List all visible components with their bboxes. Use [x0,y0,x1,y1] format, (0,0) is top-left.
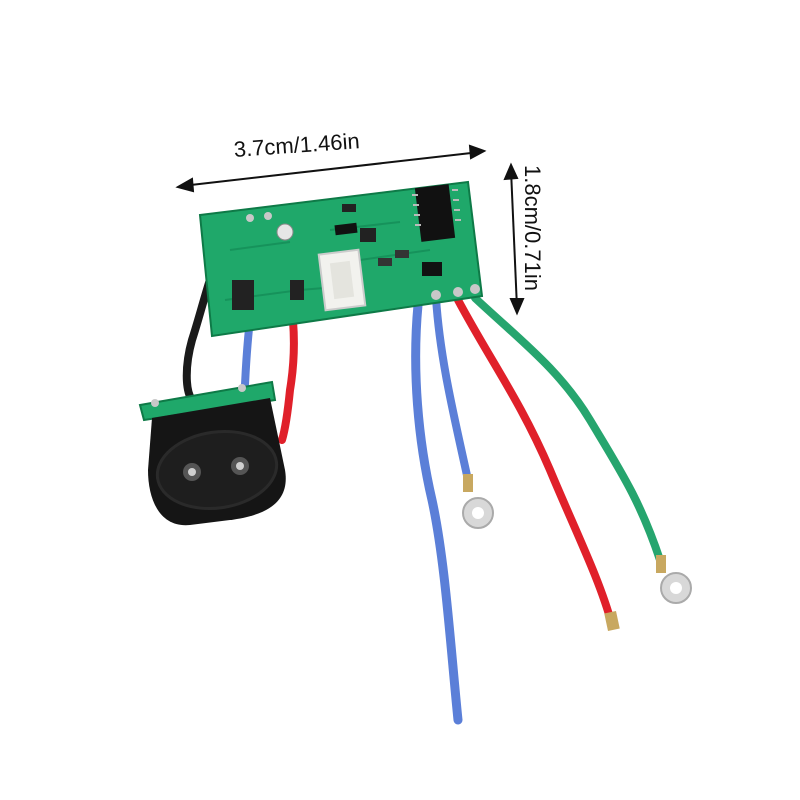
red-wire-tip [604,610,620,632]
pcb-board-icon [198,180,484,338]
dc-socket-icon [138,380,286,526]
height-dimension-label: 1.8cm/0.71in [520,165,545,291]
height-dimension-arrow [503,162,525,316]
ic-chip-icon [412,184,461,242]
red-wire-long [454,296,616,629]
width-dimension-arrow [175,144,487,193]
ring-terminal-icon [656,555,692,604]
white-connector-icon [317,248,367,312]
green-wire [471,294,664,564]
blue-wire-long [411,300,463,725]
blue-wire-ring [432,294,472,484]
ring-terminal-icon [462,474,494,529]
